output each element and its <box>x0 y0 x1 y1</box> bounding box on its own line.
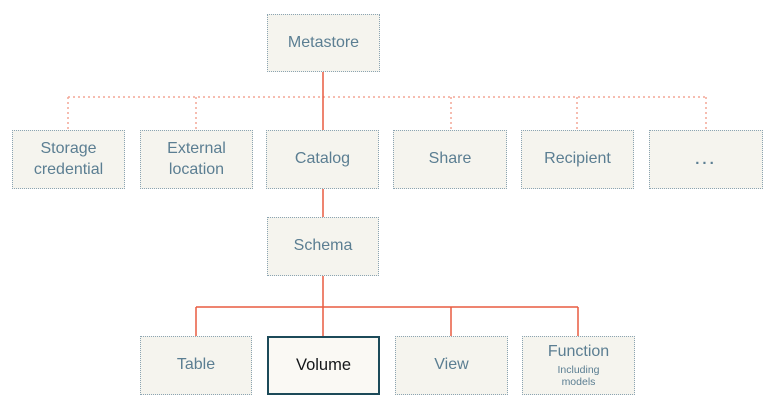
node-external-location-label: External location <box>167 139 226 178</box>
node-table: Table <box>140 336 252 395</box>
node-ellipsis: ... <box>649 130 763 189</box>
node-ellipsis-label: ... <box>695 150 717 168</box>
node-recipient-label: Recipient <box>544 150 611 168</box>
node-view-label: View <box>434 356 469 374</box>
node-catalog-label: Catalog <box>294 150 351 168</box>
node-schema: Schema <box>267 217 379 276</box>
node-recipient: Recipient <box>521 130 634 189</box>
node-catalog: Catalog <box>266 130 379 189</box>
node-storage-credential-label: Storage credential <box>33 139 104 178</box>
node-table-label: Table <box>176 356 216 374</box>
node-external-location: External location <box>140 130 253 189</box>
node-metastore-label: Metastore <box>287 33 360 51</box>
node-share-label: Share <box>428 150 472 168</box>
node-metastore: Metastore <box>267 14 380 72</box>
node-function: Function Including models <box>522 336 635 395</box>
dotted-branch-lines <box>67 96 707 130</box>
node-function-label: Function <box>547 343 610 360</box>
solid-lineage-lines <box>195 72 579 336</box>
node-volume: Volume <box>267 336 380 395</box>
node-share: Share <box>393 130 507 189</box>
node-volume-label: Volume <box>295 355 352 374</box>
node-view: View <box>395 336 508 395</box>
node-function-sublabel: Including models <box>557 363 600 389</box>
node-schema-label: Schema <box>293 237 353 255</box>
node-storage-credential: Storage credential <box>12 130 125 189</box>
